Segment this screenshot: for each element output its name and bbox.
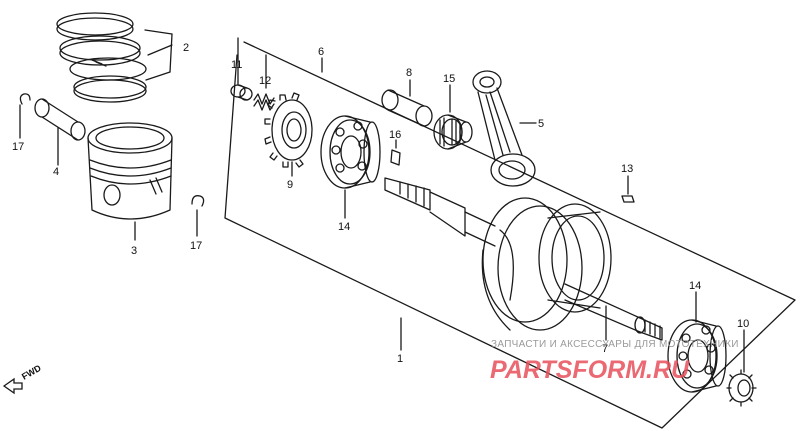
watermark-brand: PARTSFORM.RU <box>490 356 690 384</box>
crank-pin <box>381 89 433 127</box>
label-part-16: 16 <box>389 129 401 141</box>
label-part-7: 7 <box>602 343 608 355</box>
clip-right <box>191 195 205 207</box>
label-part-11: 11 <box>231 59 242 71</box>
watermark-caption: ЗАПЧАСТИ И АКСЕССУАРЫ ДЛЯ МОТОТЕХНИКИ <box>491 339 739 350</box>
label-part-14-left: 14 <box>338 221 350 233</box>
collar <box>230 84 253 101</box>
assembly-outline <box>224 41 796 429</box>
label-part-14-right: 14 <box>689 280 701 292</box>
label-part-5: 5 <box>538 118 544 130</box>
crankshaft <box>384 177 663 341</box>
label-part-6: 6 <box>318 46 324 58</box>
label-part-9: 9 <box>287 179 293 191</box>
output-collar <box>726 369 757 407</box>
label-part-2: 2 <box>183 42 189 54</box>
bearing-left <box>320 115 381 189</box>
label-part-8: 8 <box>406 67 412 79</box>
piston-pin <box>34 98 86 141</box>
label-part-3: 3 <box>131 245 137 257</box>
label-part-15: 15 <box>443 73 455 85</box>
label-part-1: 1 <box>397 353 403 365</box>
label-part-17-left: 17 <box>12 141 24 153</box>
bearing-right <box>667 319 727 393</box>
label-part-13: 13 <box>621 163 633 175</box>
piston <box>87 122 173 220</box>
connecting-rod <box>472 70 536 187</box>
fwd-arrow-icon <box>2 377 23 395</box>
label-part-12: 12 <box>259 75 271 87</box>
needle-bearing <box>433 114 473 150</box>
fwd-label: FWD <box>20 363 43 382</box>
label-part-10: 10 <box>737 318 749 330</box>
woodruff-key <box>390 149 401 166</box>
clip-left <box>19 93 31 105</box>
label-part-17-right: 17 <box>190 240 202 252</box>
small-key <box>621 195 635 203</box>
leader-2 <box>144 29 173 35</box>
timing-gear <box>264 92 313 168</box>
piston-rings <box>56 12 147 103</box>
label-part-4: 4 <box>53 166 59 178</box>
spring <box>253 93 275 111</box>
